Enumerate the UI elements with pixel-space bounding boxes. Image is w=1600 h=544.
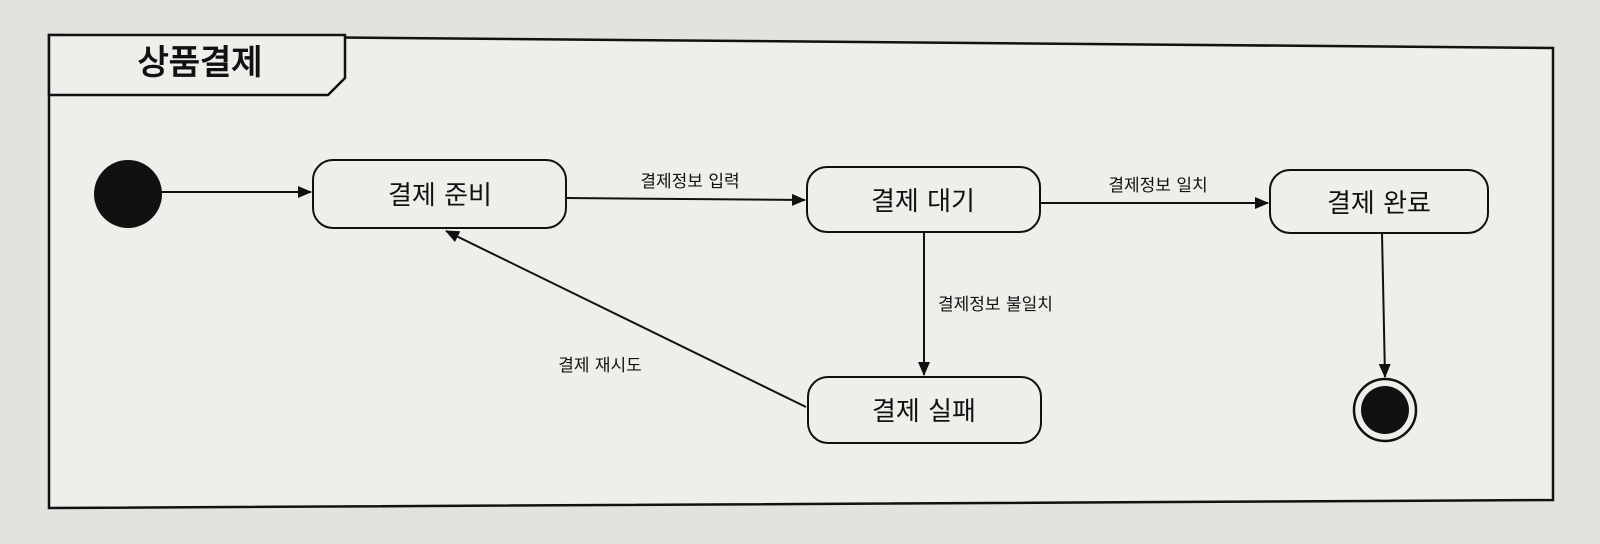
final-node (1352, 377, 1418, 443)
transition-ready-to-waiting (565, 193, 806, 206)
frame-title: 상품결제 (137, 43, 262, 83)
transition-complete-to-final (1378, 232, 1391, 378)
transition-failed-to-ready-label: 결제 재시도 (558, 356, 642, 376)
state-complete-label: 결제 완료 (1327, 189, 1431, 219)
state-complete: 결제 완료 (1269, 169, 1489, 234)
state-failed-label: 결제 실패 (872, 397, 976, 427)
transition-failed-to-ready (445, 230, 807, 408)
transition-ready-to-waiting-label: 결제정보 입력 (640, 172, 739, 192)
state-ready: 결제 준비 (312, 159, 567, 229)
frame-title-tab (47, 33, 347, 97)
state-failed: 결제 실패 (807, 376, 1042, 444)
transition-waiting-to-failed-label: 결제정보 불일치 (938, 295, 1053, 315)
diagram-frame (47, 33, 1555, 510)
state-ready-label: 결제 준비 (388, 181, 492, 211)
transition-waiting-to-complete-label: 결제정보 일치 (1108, 176, 1207, 196)
state-waiting-label: 결제 대기 (871, 187, 975, 217)
state-waiting: 결제 대기 (806, 166, 1041, 233)
initial-node (94, 160, 162, 228)
